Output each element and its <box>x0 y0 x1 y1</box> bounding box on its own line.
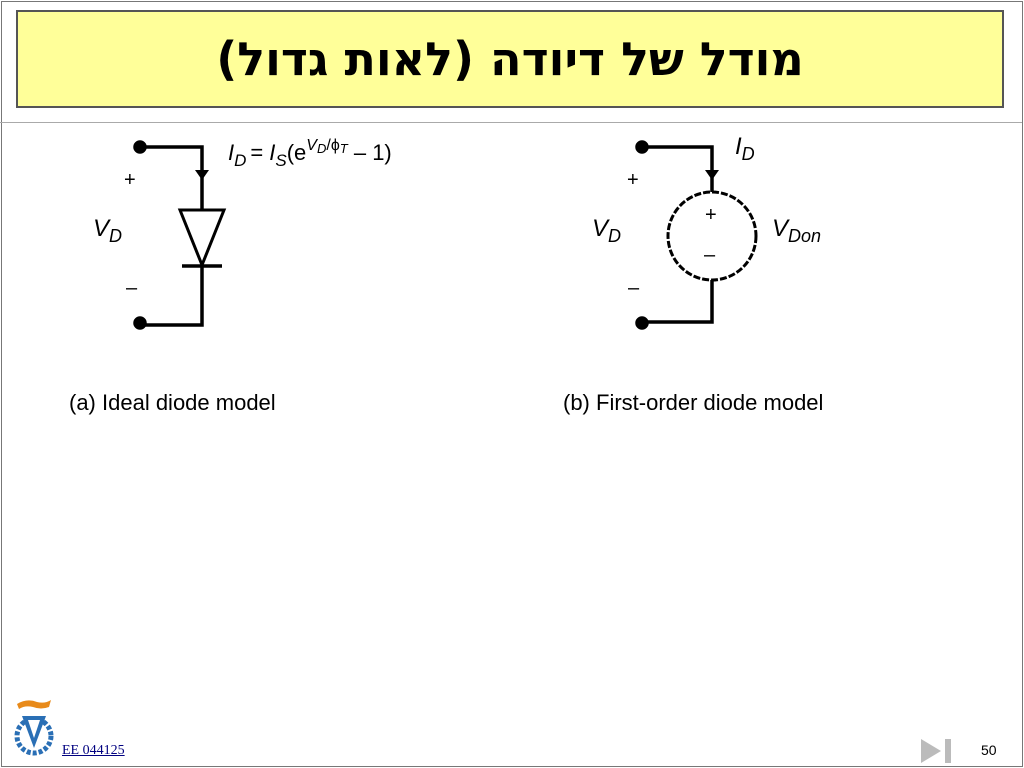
title-divider <box>0 122 1022 123</box>
wire-bottom-b <box>642 280 714 324</box>
first-order-circuit <box>635 140 758 330</box>
slide-title: מודל של דיודה (לאות גדול) <box>216 32 804 86</box>
caption-a: (a) Ideal diode model <box>69 390 276 415</box>
page-number: 50 <box>981 742 997 758</box>
technion-logo-icon <box>14 700 54 756</box>
vd-label-b: VD <box>592 215 621 246</box>
title-box: מודל של דיודה (לאות גדול) <box>16 10 1004 108</box>
source-plus-label: + <box>705 204 717 226</box>
minus-label-b: – <box>628 277 640 299</box>
caption-b: (b) First-order diode model <box>563 390 824 415</box>
play-next-icon[interactable] <box>919 737 955 765</box>
wire-top-b <box>642 145 714 192</box>
current-arrow-a <box>195 170 209 180</box>
vd-label-a: VD <box>93 215 122 246</box>
plus-label-b: + <box>627 169 639 191</box>
minus-label-a: – <box>126 277 138 299</box>
diode-equation: ID=IS(eVD/ϕT – 1) <box>228 137 392 170</box>
ideal-diode-circuit <box>133 140 227 330</box>
source-minus-label: – <box>704 244 716 266</box>
current-arrow-b <box>705 170 719 180</box>
vdon-label: VDon <box>772 215 821 246</box>
wire-bottom-a <box>140 266 204 327</box>
diode-triangle <box>177 208 227 270</box>
id-label-b: ID <box>735 133 755 164</box>
course-link[interactable]: EE 044125 <box>62 743 125 758</box>
plus-label-a: + <box>124 169 136 191</box>
wire-top-a <box>140 145 204 210</box>
